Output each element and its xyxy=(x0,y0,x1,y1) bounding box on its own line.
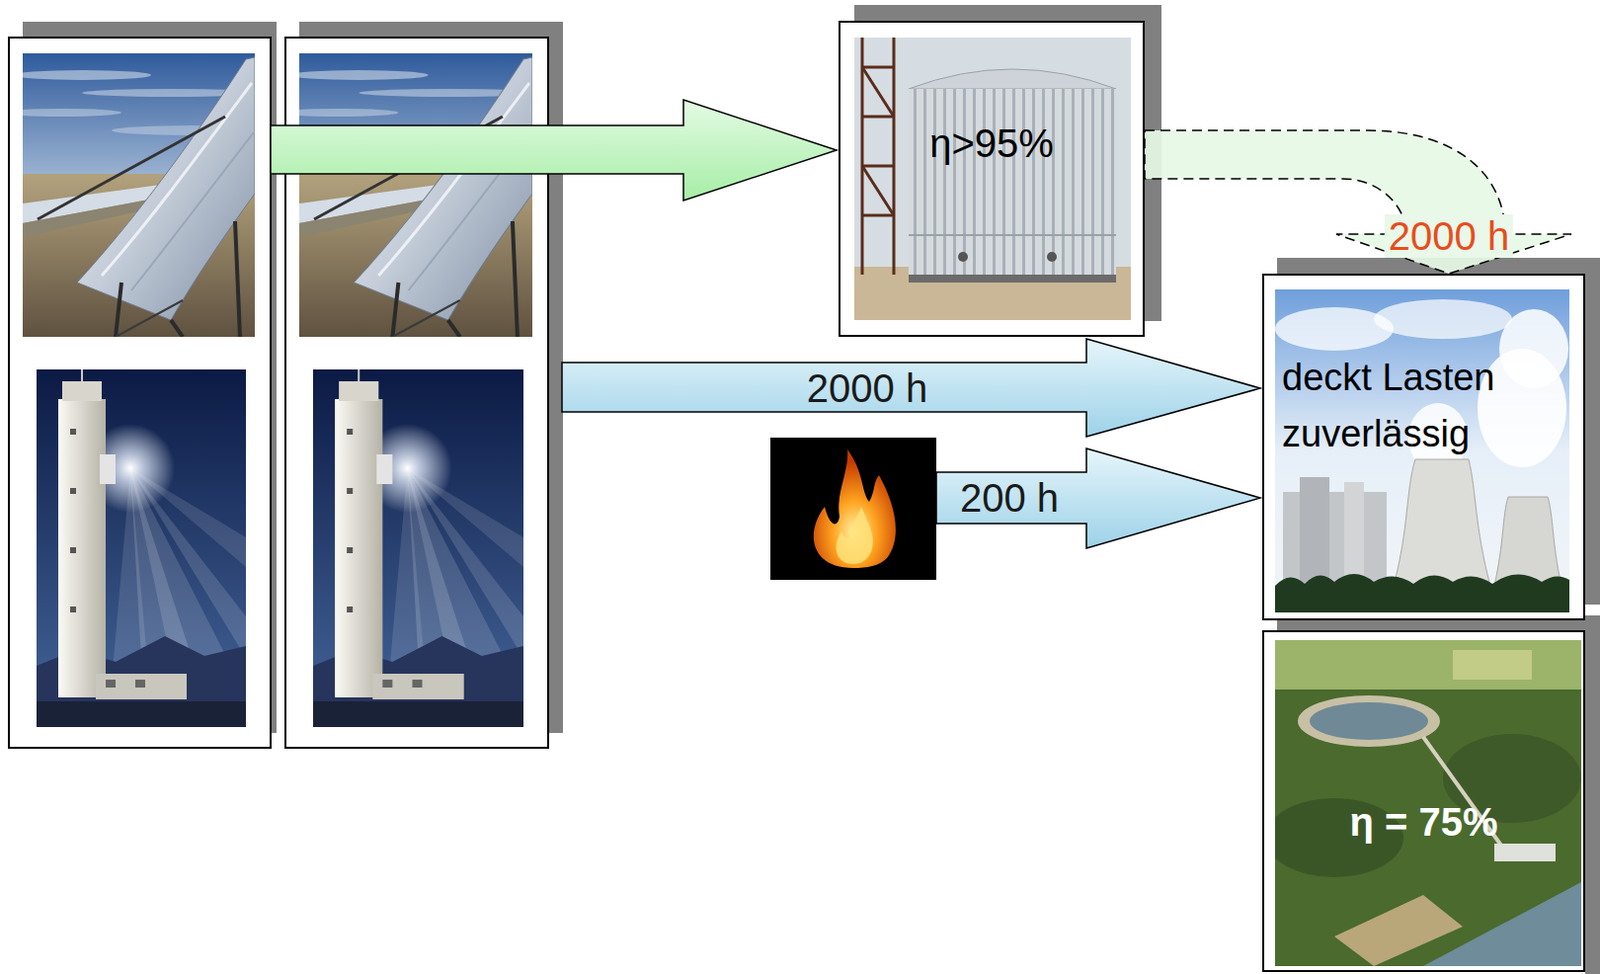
box-text: deckt Lasten zuverlässig xyxy=(1281,349,1576,463)
edge-label: 2000 h xyxy=(1384,214,1514,258)
solar-tower-photo xyxy=(36,369,246,727)
pumped-storage-box: η = 75% xyxy=(1262,630,1586,972)
duration-label: 2000 h xyxy=(806,365,928,411)
box-text: η>95% xyxy=(848,119,1135,167)
solar-tower-photo xyxy=(313,369,524,727)
box-text: η = 75% xyxy=(1272,798,1576,846)
parabolic-trough-photo xyxy=(279,53,548,337)
fire-photo xyxy=(770,437,937,580)
power-plant-box: deckt Lasten zuverlässig xyxy=(1262,273,1586,621)
parabolic-trough-photo xyxy=(2,53,270,337)
blue-block-arrow xyxy=(561,338,1261,437)
duration-label: 200 h xyxy=(960,475,1059,521)
box-ground xyxy=(838,20,1145,337)
storage-tank-box: η>95% xyxy=(838,20,1145,337)
box-ground xyxy=(1262,630,1586,974)
pumped-storage-photo xyxy=(1265,640,1582,966)
green-block-arrow xyxy=(270,99,837,201)
blue-block-arrow xyxy=(936,448,1261,549)
storage-tank-photo xyxy=(854,37,1131,320)
dashed-block-arrow xyxy=(1144,130,1572,274)
box-ground xyxy=(1262,273,1586,621)
